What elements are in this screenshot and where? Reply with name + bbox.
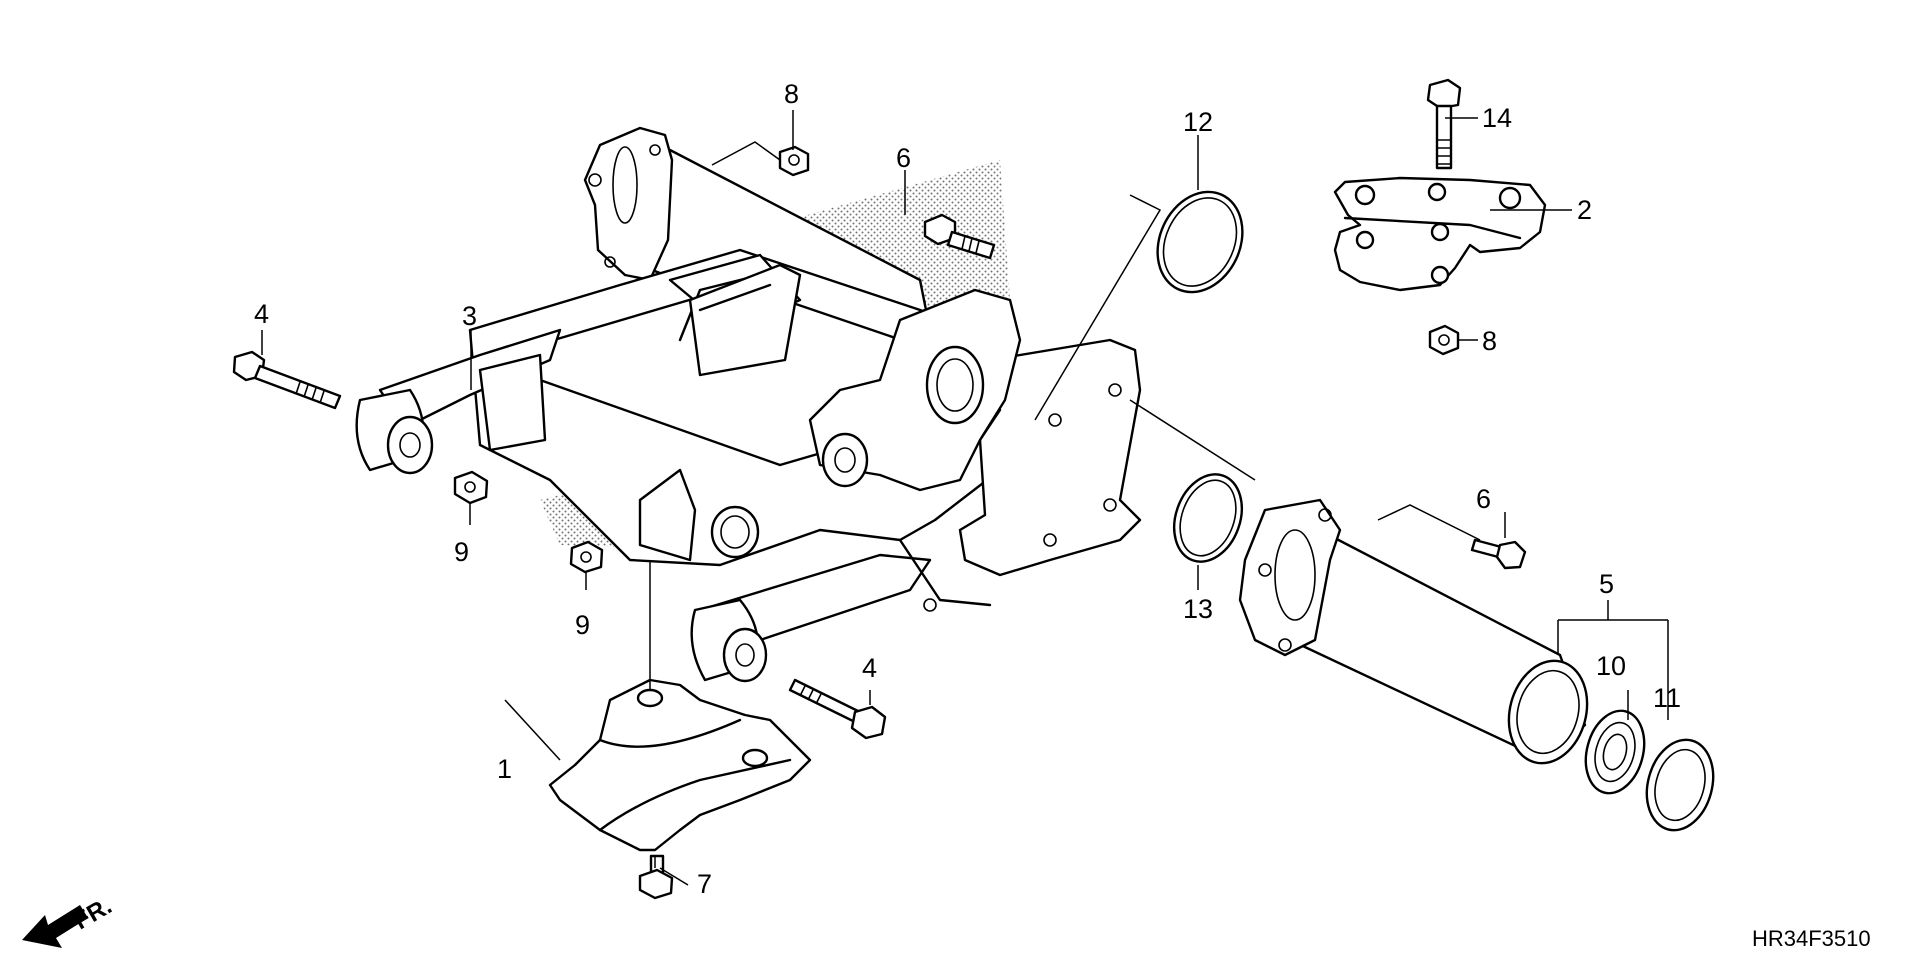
callout-8-lower: 8 bbox=[1482, 326, 1497, 356]
bolt-14 bbox=[1426, 78, 1462, 170]
axle-housing-tube bbox=[1238, 498, 1589, 765]
oil-seal-11 bbox=[1645, 738, 1715, 832]
front-direction-arrow: FR. bbox=[22, 892, 116, 948]
callout-13: 13 bbox=[1183, 594, 1213, 624]
callouts: 1 2 3 4 4 5 6 6 7 8 8 9 9 10 11 12 13 14 bbox=[254, 79, 1681, 899]
bolt-4-left bbox=[232, 350, 342, 410]
bolt-6-right bbox=[1470, 538, 1527, 570]
callout-12: 12 bbox=[1183, 107, 1213, 137]
callout-10: 10 bbox=[1596, 651, 1626, 681]
callout-9-left: 9 bbox=[454, 537, 469, 567]
callout-2: 2 bbox=[1577, 195, 1592, 225]
callout-14: 14 bbox=[1482, 103, 1512, 133]
front-direction-label: FR. bbox=[70, 892, 117, 935]
callout-9-center: 9 bbox=[575, 610, 590, 640]
bearing-10 bbox=[1584, 709, 1646, 795]
callout-6-right: 6 bbox=[1476, 484, 1491, 514]
leader-lines bbox=[261, 110, 1669, 886]
callout-3: 3 bbox=[462, 301, 477, 331]
skid-plate bbox=[548, 678, 812, 852]
figure-code: HR34F3510 bbox=[1752, 926, 1871, 951]
o-ring-12 bbox=[1156, 190, 1244, 294]
callout-5: 5 bbox=[1599, 569, 1614, 599]
callout-4-left: 4 bbox=[254, 299, 269, 329]
callout-1: 1 bbox=[497, 754, 512, 784]
bolt-4-lower bbox=[788, 678, 887, 740]
nut-8-lower bbox=[1428, 324, 1460, 356]
bolt-6-upper bbox=[923, 213, 996, 260]
mounting-bracket bbox=[1333, 176, 1547, 292]
callout-4-lower: 4 bbox=[862, 653, 877, 683]
bolt-7 bbox=[638, 854, 674, 900]
callout-11: 11 bbox=[1653, 683, 1681, 713]
nut-9-center bbox=[569, 540, 604, 574]
pivot-bushing-upper bbox=[355, 388, 434, 475]
o-ring-13 bbox=[1173, 473, 1243, 563]
callout-7: 7 bbox=[697, 869, 712, 899]
nut-9-left bbox=[453, 470, 489, 505]
nut-8-upper bbox=[778, 145, 810, 177]
callout-6-upper: 6 bbox=[896, 143, 911, 173]
pivot-bushing-lower bbox=[690, 598, 768, 683]
callout-8-upper: 8 bbox=[784, 79, 799, 109]
swingarm-frame bbox=[378, 126, 1142, 652]
